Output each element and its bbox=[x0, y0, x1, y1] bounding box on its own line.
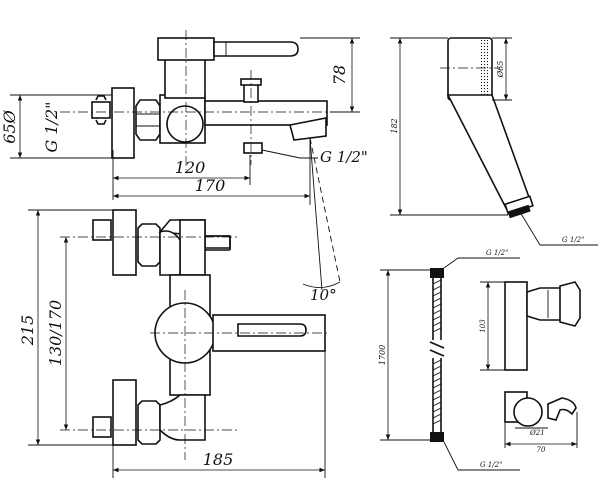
hose-thread-top: G 1/2" bbox=[486, 249, 508, 257]
dim-182: 182 bbox=[390, 118, 399, 133]
holder-hook bbox=[547, 397, 577, 421]
shower-outlet bbox=[243, 142, 263, 154]
cartridge-column bbox=[164, 57, 206, 99]
mixer-side-view bbox=[60, 30, 345, 291]
shower-connector bbox=[507, 204, 531, 219]
dim-65: Ø65 bbox=[496, 61, 505, 79]
hose-nut-bottom bbox=[430, 432, 444, 442]
inlet-stub bbox=[91, 101, 111, 119]
dim-21: Ø21 bbox=[529, 429, 545, 437]
hose-nut-top bbox=[430, 268, 444, 278]
lever-handle bbox=[213, 41, 299, 57]
spout-outlet bbox=[289, 117, 327, 141]
wall-flange-lower bbox=[112, 379, 137, 446]
wall-flange bbox=[111, 87, 135, 159]
dim-120: 120 bbox=[175, 158, 206, 177]
dim-185: 185 bbox=[203, 450, 234, 469]
hex-nut bbox=[135, 99, 161, 141]
dim-215: 215 bbox=[18, 315, 37, 347]
hose-thread-bottom: G 1/2" bbox=[480, 461, 502, 469]
hand-shower: 182 Ø65 G 1/2" bbox=[390, 37, 598, 246]
dim-g12-outlet: G 1/2" bbox=[320, 148, 368, 166]
spray-angle-line bbox=[309, 137, 341, 283]
dimensions-top: 78 65Ø G 1/2" 120 170 G 1/2" 10° bbox=[0, 37, 368, 304]
dim-103: 103 bbox=[479, 319, 487, 333]
dimensions-front: 215 130/170 185 bbox=[18, 209, 326, 478]
dim-1700: 1700 bbox=[378, 345, 387, 365]
wall-flange-upper bbox=[112, 209, 137, 276]
dim-70: 70 bbox=[537, 446, 546, 454]
wall-holder-round bbox=[513, 397, 543, 427]
hand-shower-thread: G 1/2" bbox=[562, 236, 584, 244]
spray-face bbox=[480, 40, 490, 98]
body-round bbox=[166, 105, 204, 143]
hose-and-bracket: 1700 G 1/2" G 1/2" 103 Ø21 70 bbox=[378, 249, 581, 471]
slide-bar bbox=[504, 281, 528, 371]
mixer-front-view bbox=[60, 209, 330, 460]
dim-g12-inlet: G 1/2" bbox=[42, 102, 61, 153]
shower-handle bbox=[446, 94, 532, 209]
dim-650: 65Ø bbox=[0, 109, 19, 143]
dim-130-170: 130/170 bbox=[46, 300, 65, 366]
dim-170: 170 bbox=[195, 176, 226, 195]
dim-10-degrees: 10° bbox=[310, 286, 337, 304]
dim-78: 78 bbox=[330, 65, 349, 85]
